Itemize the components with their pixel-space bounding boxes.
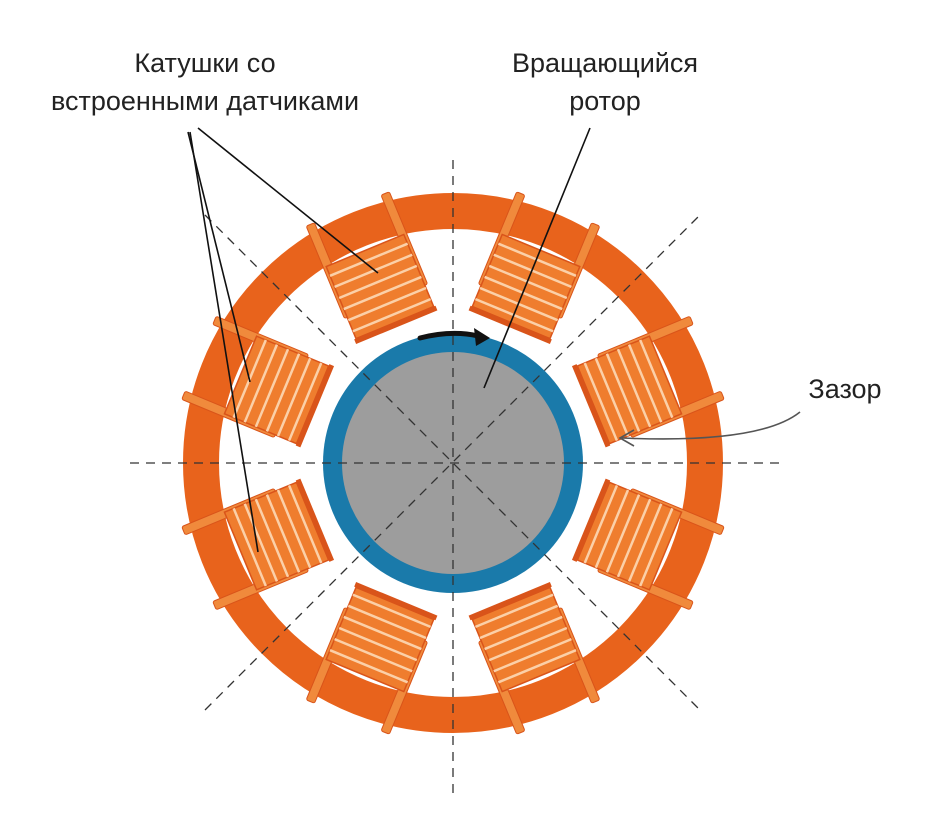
rotor-leader-line — [483, 127, 591, 389]
rotor-label-line2: ротор — [569, 86, 641, 116]
curved-arrow-right-icon — [417, 328, 490, 346]
rotor-label-line1: Вращающийся — [511, 48, 699, 78]
coils-leader-lines — [187, 127, 379, 553]
gap-label: Зазор — [808, 374, 882, 404]
coils-label-line1: Катушки со — [134, 48, 276, 78]
gap-leader-arrow — [618, 411, 801, 447]
rotor-label: Вращающийся ротор — [480, 44, 730, 120]
coils-label: Катушки со встроенными датчиками — [20, 44, 390, 120]
coils-label-line2: встроенными датчиками — [50, 86, 360, 116]
axis-lines — [130, 160, 780, 800]
